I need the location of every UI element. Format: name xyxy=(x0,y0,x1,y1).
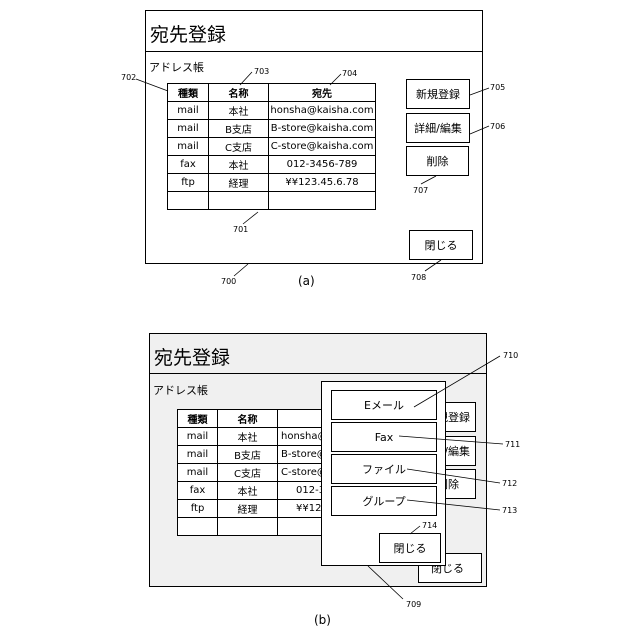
address-book-label-a: アドレス帳 xyxy=(149,59,204,75)
cell-name xyxy=(218,518,278,536)
address-table-a: 種類 名称 宛先 mail 本社 honsha@kaisha.com mail … xyxy=(167,83,376,210)
caption-b: (b) xyxy=(314,613,331,627)
cell-type xyxy=(168,192,209,210)
window-b-title: 宛先登録 xyxy=(154,343,230,370)
header-type: 種類 xyxy=(178,410,218,428)
ref-712: 712 xyxy=(502,479,517,488)
delete-button[interactable]: 削除 xyxy=(406,146,469,176)
cell-type: mail xyxy=(168,102,209,120)
ref-702: 702 xyxy=(121,73,136,82)
caption-a: (a) xyxy=(298,274,315,288)
ref-707: 707 xyxy=(413,186,428,195)
popup-close-button[interactable]: 閉じる xyxy=(379,533,441,563)
cell-destination: ¥¥123.45.6.78 xyxy=(269,174,376,192)
ref-700: 700 xyxy=(221,277,236,286)
new-register-button[interactable]: 新規登録 xyxy=(406,79,470,109)
table-row[interactable]: mail 本社 honsha@kaisha.com xyxy=(168,102,376,120)
leader-700 xyxy=(234,264,248,276)
cell-type: mail xyxy=(168,138,209,156)
ref-713: 713 xyxy=(502,506,517,515)
ref-705: 705 xyxy=(490,83,505,92)
cell-name: B支店 xyxy=(209,120,269,138)
cell-destination: 012-3456-789 xyxy=(269,156,376,174)
ref-706: 706 xyxy=(490,122,505,131)
cell-type: mail xyxy=(178,464,218,482)
window-a-title-divider xyxy=(145,51,483,52)
cell-type: ftp xyxy=(178,500,218,518)
table-row[interactable]: mail C支店 C-store@kaisha.com xyxy=(168,138,376,156)
cell-type: ftp xyxy=(168,174,209,192)
cell-destination xyxy=(269,192,376,210)
cell-type xyxy=(178,518,218,536)
fax-option-button[interactable]: Fax xyxy=(331,422,437,452)
ref-704: 704 xyxy=(342,69,357,78)
cell-destination: C-store@kaisha.com xyxy=(269,138,376,156)
cell-name: C支店 xyxy=(209,138,269,156)
window-a-title: 宛先登録 xyxy=(150,20,226,47)
cell-type: mail xyxy=(168,120,209,138)
cell-destination: B-store@kaisha.com xyxy=(269,120,376,138)
ref-711: 711 xyxy=(505,440,520,449)
cell-name: 経理 xyxy=(218,500,278,518)
header-name: 名称 xyxy=(209,84,269,102)
cell-type: fax xyxy=(178,482,218,500)
cell-name: 本社 xyxy=(218,428,278,446)
email-option-button[interactable]: Eメール xyxy=(331,390,437,420)
table-row-empty[interactable] xyxy=(168,192,376,210)
cell-destination: honsha@kaisha.com xyxy=(269,102,376,120)
ref-714: 714 xyxy=(422,521,437,530)
cell-type: mail xyxy=(178,446,218,464)
close-button-a[interactable]: 閉じる xyxy=(409,230,473,260)
table-row[interactable]: ftp 経理 ¥¥123.45.6.78 xyxy=(168,174,376,192)
ref-710: 710 xyxy=(503,351,518,360)
cell-name xyxy=(209,192,269,210)
cell-name: C支店 xyxy=(218,464,278,482)
ref-701: 701 xyxy=(233,225,248,234)
group-option-button[interactable]: グループ xyxy=(331,486,437,516)
table-header-row: 種類 名称 宛先 xyxy=(168,84,376,102)
window-b-title-divider xyxy=(149,373,487,374)
table-row[interactable]: mail B支店 B-store@kaisha.com xyxy=(168,120,376,138)
cell-name: 経理 xyxy=(209,174,269,192)
detail-edit-label: /編集 xyxy=(444,443,470,459)
header-type: 種類 xyxy=(168,84,209,102)
detail-edit-button[interactable]: 詳細/編集 xyxy=(406,113,470,143)
table-row[interactable]: fax 本社 012-3456-789 xyxy=(168,156,376,174)
cell-name: 本社 xyxy=(218,482,278,500)
header-name: 名称 xyxy=(218,410,278,428)
cell-name: B支店 xyxy=(218,446,278,464)
ref-709: 709 xyxy=(406,600,421,609)
cell-name: 本社 xyxy=(209,156,269,174)
ref-708: 708 xyxy=(411,273,426,282)
cell-name: 本社 xyxy=(209,102,269,120)
cell-type: mail xyxy=(178,428,218,446)
file-option-button[interactable]: ファイル xyxy=(331,454,437,484)
cell-type: fax xyxy=(168,156,209,174)
ref-703: 703 xyxy=(254,67,269,76)
header-destination: 宛先 xyxy=(269,84,376,102)
address-book-label-b: アドレス帳 xyxy=(153,382,208,398)
